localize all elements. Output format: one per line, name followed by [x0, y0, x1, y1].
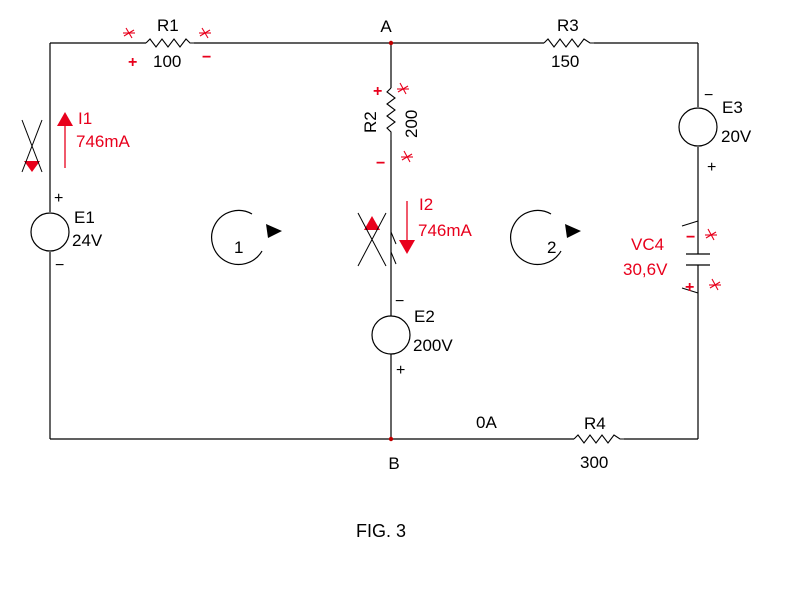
i2-name: I2 [419, 195, 433, 214]
r1-name: R1 [157, 16, 179, 35]
r2-value: 200 [402, 110, 421, 138]
e1-plus-sign: + [54, 190, 63, 207]
resistor-r4 [573, 434, 624, 444]
probe-marker-r2-bottom [401, 150, 413, 163]
probe-marker-c4-top [705, 228, 717, 241]
capacitor-probe-bottom [681, 287, 699, 294]
probe-marker-r1-right [199, 27, 211, 39]
node-b-dot [388, 436, 394, 442]
source-e2 [371, 315, 411, 355]
i2-value: 746mA [418, 221, 473, 240]
current-marker-i2-probe [357, 212, 397, 267]
e3-name: E3 [722, 98, 743, 117]
r2-minus-sign: − [376, 155, 385, 172]
resistor-r3 [543, 38, 594, 48]
e2-plus-sign: + [396, 362, 405, 379]
e2-value: 200V [413, 336, 453, 355]
current-marker-i1-probe [21, 119, 43, 173]
e3-minus-sign: − [704, 87, 713, 104]
node-a-label: A [380, 17, 392, 36]
e1-minus-sign: − [55, 257, 64, 274]
e2-name: E2 [414, 307, 435, 326]
node-b-label: B [388, 454, 399, 473]
r1-value: 100 [153, 52, 181, 71]
vc4-value: 30,6V [623, 260, 668, 279]
e3-value: 20V [721, 127, 752, 146]
r3-name: R3 [557, 16, 579, 35]
e1-value: 24V [72, 231, 103, 250]
r4-value: 300 [580, 453, 608, 472]
resistor-r1 [145, 38, 194, 48]
mesh-loop-1 [211, 209, 282, 266]
r3-value: 150 [551, 52, 579, 71]
vc4-name: VC4 [631, 235, 664, 254]
i1-value: 746mA [76, 132, 131, 151]
e1-name: E1 [74, 208, 95, 227]
r1-plus-sign: + [128, 54, 137, 71]
e2-minus-sign: − [395, 293, 404, 310]
mesh-loop-2 [510, 209, 581, 266]
current-arrow-i1 [57, 112, 73, 168]
c4-minus-sign: − [686, 229, 695, 246]
loop-2-number: 2 [547, 238, 556, 257]
source-e3 [678, 107, 718, 147]
node-a-dot [388, 40, 394, 46]
r2-plus-sign: + [373, 83, 382, 100]
i1-name: I1 [78, 109, 92, 128]
probe-marker-r2-top [397, 82, 409, 95]
figure-caption: FIG. 3 [356, 521, 406, 541]
e3-plus-sign: + [707, 159, 716, 176]
probe-marker-c4-bottom [709, 278, 721, 291]
source-e1 [30, 212, 70, 252]
capacitor-probe-top [681, 220, 699, 227]
c4-plus-sign: + [685, 279, 694, 296]
capacitor-c4 [686, 253, 710, 266]
r4-name: R4 [584, 414, 606, 433]
loop-1-number: 1 [234, 238, 243, 257]
r1-minus-sign: − [202, 49, 211, 66]
resistor-r2 [386, 87, 396, 140]
wires [49, 42, 699, 440]
r2-name: R2 [361, 111, 380, 133]
current-arrow-i2 [399, 201, 415, 254]
probe-marker-r1-left [123, 27, 135, 39]
r4-current-label: 0A [476, 413, 497, 432]
